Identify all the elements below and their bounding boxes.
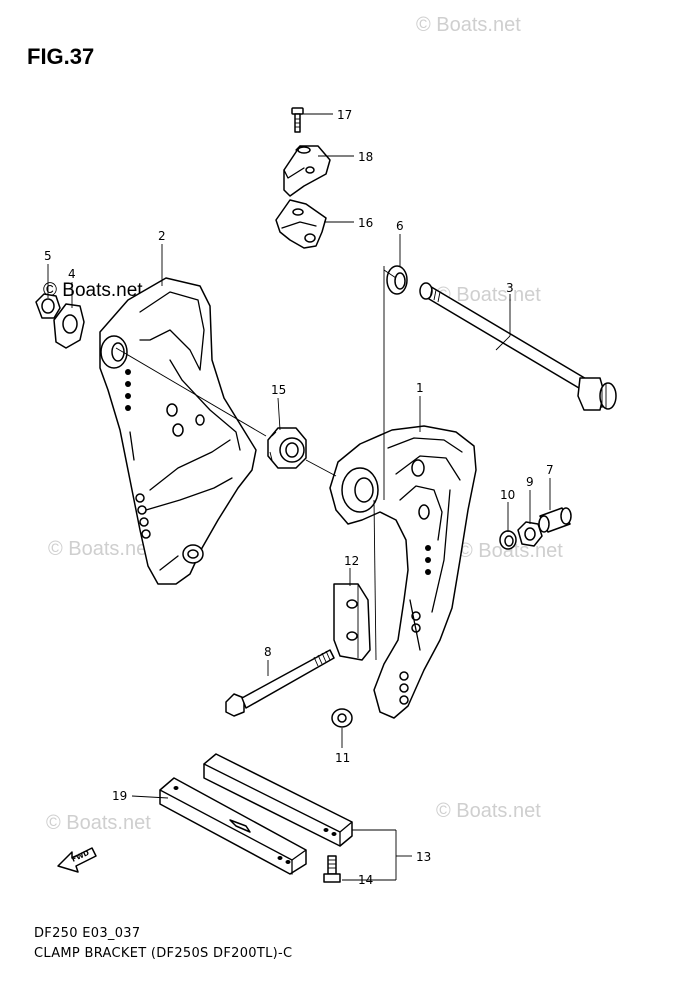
watermark: © Boats.net [43, 280, 143, 301]
part-6-washer [386, 265, 408, 295]
part-19-bar [159, 777, 307, 875]
part-15-bushing [267, 427, 307, 469]
callout-4: 4 [68, 267, 76, 281]
part-13-bar [203, 753, 353, 847]
part-9-nut [517, 521, 543, 547]
part-2-clamp-bracket-left [99, 277, 257, 585]
callout-1: 1 [416, 381, 424, 395]
part-3-shaft [419, 282, 617, 411]
part-4-gasket [53, 303, 85, 349]
callout-5: 5 [44, 249, 52, 263]
part-1-clamp-bracket-right [329, 425, 477, 719]
callout-3: 3 [506, 281, 514, 295]
fwd-arrow-icon: FWD [57, 847, 97, 873]
callout-19: 19 [112, 789, 127, 803]
figure-title: FIG.37 [27, 44, 95, 69]
part-8-bolt [225, 649, 335, 717]
callout-10: 10 [500, 488, 515, 502]
callout-9: 9 [526, 475, 534, 489]
part-16-plate [275, 199, 327, 249]
callout-8: 8 [264, 645, 272, 659]
callout-17: 17 [337, 108, 352, 122]
part-12-plate [333, 583, 371, 661]
leader-lines [47, 113, 551, 881]
watermark: © Boats.net [458, 540, 563, 562]
callout-2: 2 [158, 229, 166, 243]
callout-12: 12 [344, 554, 359, 568]
assembly-alignment-lines [115, 266, 397, 661]
callout-16: 16 [358, 216, 373, 230]
drawing-code: DF250 E03_037 [34, 926, 141, 941]
callout-6: 6 [396, 219, 404, 233]
callout-14: 14 [358, 873, 373, 887]
watermark: © Boats.net [436, 284, 541, 306]
part-10-washer [499, 530, 517, 550]
part-18-clip [283, 145, 331, 197]
watermark: © Boats.net [46, 812, 151, 834]
drawing-caption: CLAMP BRACKET (DF250S DF200TL)-C [34, 946, 293, 961]
callout-18: 18 [358, 150, 373, 164]
part-14-screw [323, 855, 341, 883]
callout-7: 7 [546, 463, 554, 477]
part-5-nut [35, 293, 61, 319]
watermark: © Boats.net [416, 14, 521, 36]
part-7-collar [538, 507, 572, 533]
watermark: © Boats.net [436, 800, 541, 822]
callout-11: 11 [335, 751, 350, 765]
callout-15: 15 [271, 383, 286, 397]
watermark: © Boats.net [48, 538, 153, 560]
callout-numbers: 17 18 16 6 3 2 5 4 15 1 7 9 10 12 8 11 1… [44, 108, 554, 887]
callout-13: 13 [416, 850, 431, 864]
part-17-bolt [291, 107, 304, 133]
part-11-washer [331, 708, 353, 728]
